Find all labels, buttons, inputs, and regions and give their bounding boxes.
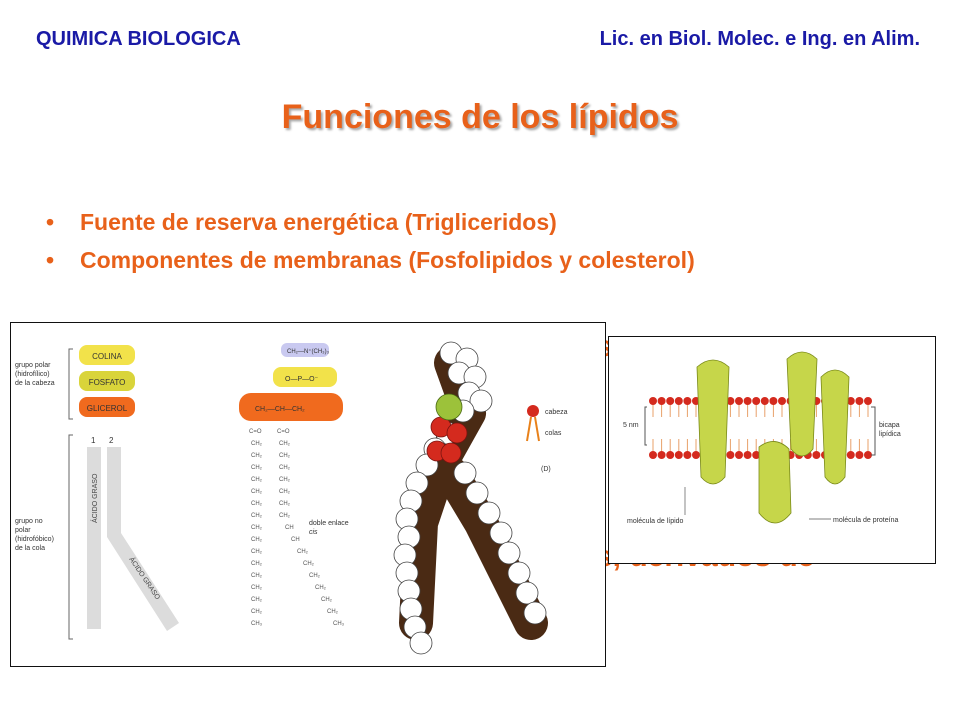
bullet-text: Fuente de reserva energética (Trigliceri… (80, 209, 557, 235)
glycerol-formula-block (239, 393, 343, 421)
chain-1-label: 1 (91, 436, 96, 445)
phosphate-block (79, 371, 135, 391)
phosphate-label: FOSFATO (89, 378, 126, 387)
fatty-acid-label: ÁCIDO GRASO (90, 473, 99, 523)
course-header: QUIMICA BIOLOGICA (36, 28, 241, 50)
double-bond-label: cis (309, 529, 318, 536)
choline-formula: CH₂—N⁺(CH₃)₃ (287, 348, 330, 355)
ch2-group: CH₂ (279, 441, 291, 447)
bullet-item: • Componentes de membranas (Fosfolipidos … (46, 246, 906, 274)
ch2-group: CH₂ (251, 597, 263, 603)
bilayer-label: lipídica (879, 431, 901, 438)
tails-label: colas (545, 430, 562, 437)
bullet-icon: • (46, 209, 55, 235)
nonpolar-group-label: grupo no (15, 518, 43, 525)
head-icon (527, 405, 539, 417)
ch2-group: CH₂ (279, 501, 291, 507)
thickness-label: 5 nm (623, 422, 639, 429)
ch2-group: CH₂ (251, 441, 263, 447)
ch2-group: CH₂ (251, 489, 263, 495)
phospholipid-figure: grupo polar (hidrofílico) de la cabeza g… (10, 322, 606, 667)
ch2-group: CH₂ (251, 513, 263, 519)
ch2-group: CH₂ (251, 549, 263, 555)
ch2-group: CH₂ (279, 465, 291, 471)
page-title: Funciones de los lípidos (281, 98, 679, 136)
ch2-group: CH₂ (251, 609, 263, 615)
ch2-group: CH₂ (251, 465, 263, 471)
bullet-icon: • (46, 247, 55, 273)
fatty-acid-tail-2 (107, 447, 179, 631)
ch2-group: CH₂ (327, 609, 339, 615)
space-filling-model (393, 341, 548, 655)
chain-2-label: 2 (109, 436, 114, 445)
phosphate-formula-block (273, 367, 337, 387)
ch2-group: CH₂ (251, 477, 263, 483)
ch2-group: CH₂ (251, 453, 263, 459)
choline-label: COLINA (92, 352, 122, 361)
lipid-bilayer-figure: 5 nm bicapa lipídica molécula de lípido … (608, 336, 936, 564)
ch2-group: CH₂ (297, 549, 309, 555)
ch2-group: CH₂ (251, 585, 263, 591)
nonpolar-group-label: de la cola (15, 545, 45, 552)
ch2-group: CH₂ (279, 489, 291, 495)
ch2-group: CH₂ (251, 573, 263, 579)
glycerol-block (79, 397, 135, 417)
program-header: Lic. en Biol. Molec. e Ing. en Alim. (599, 28, 920, 50)
ch2-group: CH₂ (279, 477, 291, 483)
carbonyl-label: C=O (249, 429, 262, 435)
nonpolar-group-label: (hidrofóbico) (15, 536, 54, 543)
ch2-group: CH₂ (279, 453, 291, 459)
phosphate-formula: O—P—O⁻ (285, 376, 319, 383)
panel-d-label: (D) (541, 466, 551, 473)
ch2-group: CH₂ (321, 597, 333, 603)
tails-icon (526, 416, 540, 442)
ch2-group: CH₂ (251, 525, 263, 531)
choline-formula-block (281, 343, 329, 357)
double-bond-label: doble enlace (309, 520, 349, 527)
bilayer-membrane (649, 351, 872, 524)
lipid-molecule-label: molécula de lípido (627, 518, 684, 525)
fatty-acid-tail-1 (87, 447, 101, 629)
ch2-group: CH₂ (251, 537, 263, 543)
ch2-group: CH (291, 537, 300, 543)
ch2-group: CH₂ (303, 561, 315, 567)
glycerol-formula: CH₂—CH—CH₂ (255, 406, 305, 413)
protein-molecule-label: molécula de proteína (833, 517, 898, 524)
choline-block (79, 345, 135, 365)
bullet-item: • Fuente de reserva energética (Triglicer… (46, 208, 906, 236)
nonpolar-group-label: polar (15, 527, 31, 534)
bilayer-label: bicapa (879, 422, 900, 429)
ch2-group: CH₃ (333, 621, 345, 627)
ch2-group: CH₃ (251, 621, 263, 627)
bullet-list: • Fuente de reserva energética (Triglicer… (46, 208, 906, 284)
ch2-group: CH₂ (309, 573, 321, 579)
bullet-text: Componentes de membranas (Fosfolipidos y… (80, 247, 695, 273)
ch2-group: CH (285, 525, 294, 531)
polar-group-label: grupo polar (15, 362, 51, 369)
ch2-group: CH₂ (251, 561, 263, 567)
glycerol-label: GLICEROL (87, 404, 128, 413)
ch2-group: CH₂ (315, 585, 327, 591)
carbonyl-label: C=O (277, 429, 290, 435)
ch2-group: CH₂ (251, 501, 263, 507)
polar-group-label: de la cabeza (15, 380, 55, 387)
ch2-group: CH₂ (279, 513, 291, 519)
head-label: cabeza (545, 409, 568, 416)
polar-group-label: (hidrofílico) (15, 371, 50, 378)
